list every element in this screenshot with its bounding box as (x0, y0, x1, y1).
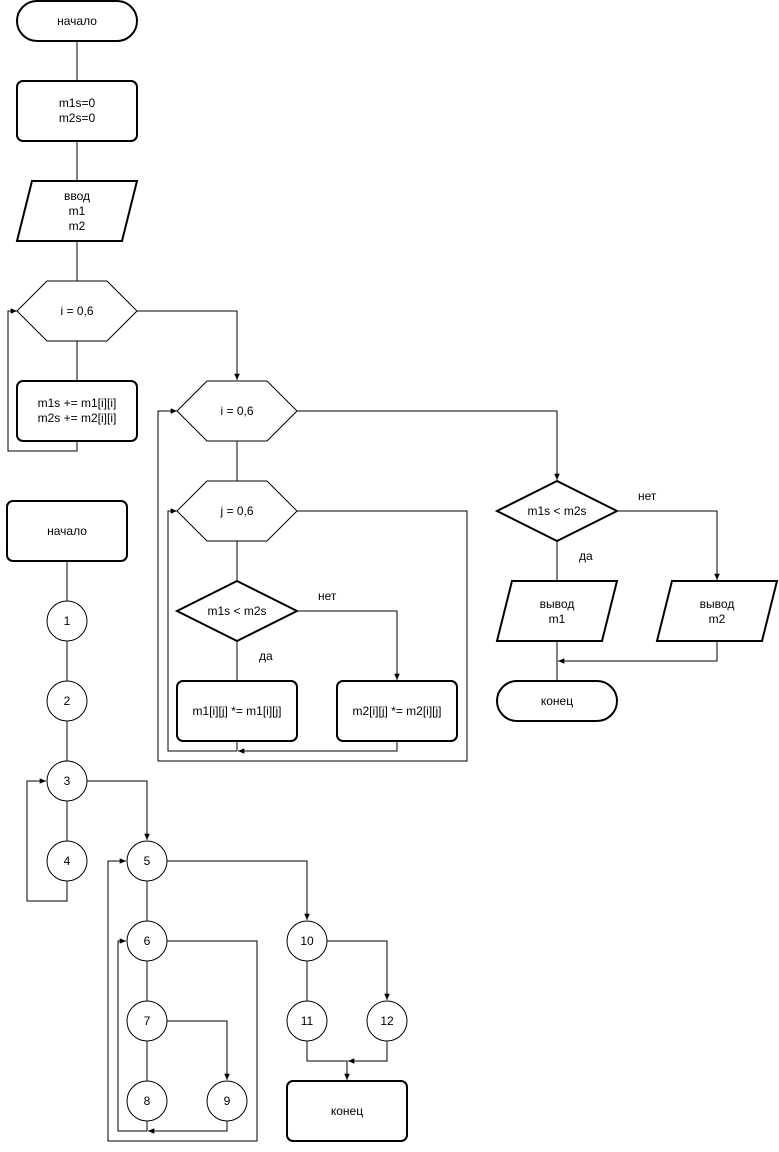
graph-node-4-label: 4 (64, 854, 71, 868)
sum-text-line1: m1s += m1[i][i] (38, 396, 117, 410)
loop-j-text: j = 0,6 (219, 504, 253, 518)
flowchart-connectors (7, 41, 720, 762)
graph-node-6: 6 (126, 920, 168, 962)
start-text: начало (57, 14, 97, 28)
input-text-line1: ввод (64, 189, 90, 203)
edge-loop-i2-exit (297, 410, 560, 480)
outer-yes-label: да (579, 549, 593, 563)
loop-i-second-text: i = 0,6 (220, 404, 253, 418)
square-m1-process: m1[i][j] *= m1[i][j] (176, 680, 298, 742)
graph-node-3: 3 (46, 760, 88, 802)
end-terminator: конец (496, 680, 618, 722)
edge-merge-right (238, 741, 398, 754)
input-text-line3: m2 (69, 219, 86, 233)
graph-edge-7-9 (167, 1020, 230, 1080)
graph-edge-4-3 (26, 778, 68, 902)
square-m1-text: m1[i][j] *= m1[i][j] (192, 704, 281, 718)
outer-condition-diamond: m1s < m2s (494, 479, 620, 543)
edge-sum-loopback (7, 308, 78, 452)
graph-node-10-label: 10 (300, 934, 314, 948)
outer-no-label: нет (638, 489, 657, 503)
output-m1-text-line2: m1 (549, 612, 566, 626)
graph-edge-3-5 (87, 780, 150, 840)
graph-node-12-label: 12 (380, 1014, 394, 1028)
graph-edge-10-12 (327, 940, 390, 1000)
graph-node-12: 12 (366, 1000, 408, 1042)
graph-node-7: 7 (126, 1000, 168, 1042)
edge-condition-no (297, 610, 400, 680)
output-m1-parallelogram: вывод m1 (495, 580, 619, 642)
graph-edge-6-5 (107, 858, 258, 1142)
graph-node-1-label: 1 (64, 614, 71, 628)
output-m2-text-line2: m2 (709, 612, 726, 626)
loop-i-second-hexagon: i = 0,6 (176, 380, 298, 442)
graph-node-7-label: 7 (144, 1014, 151, 1028)
graph-node-9-label: 9 (224, 1094, 231, 1108)
end-text: конец (541, 694, 573, 708)
graph-node-8: 8 (126, 1080, 168, 1122)
graph-start-text: начало (47, 524, 87, 538)
graph-start-box: начало (6, 500, 128, 562)
inner-yes-label: да (259, 649, 273, 663)
square-m2-text: m2[i][j] *= m2[i][j] (352, 704, 441, 718)
loop-i-first-hexagon: i = 0,6 (16, 280, 138, 342)
graph-node-1: 1 (46, 600, 88, 642)
graph-end-box: конец (286, 1080, 408, 1142)
graph-end-text: конец (331, 1104, 363, 1118)
graph-connectors (26, 561, 390, 1142)
edge-j-exit-i-loopback (157, 408, 468, 762)
edge-outer-no (617, 510, 720, 580)
init-text-line1: m1s=0 (59, 96, 96, 110)
graph-edge-12-merge (348, 1041, 388, 1064)
square-m2-process: m2[i][j] *= m2[i][j] (336, 680, 458, 742)
graph-edge-11-merge (306, 1041, 350, 1080)
edge-out-m2-merge (558, 641, 718, 664)
sum-text-line2: m2s += m2[i][i] (38, 411, 117, 425)
init-text-line2: m2s=0 (59, 111, 96, 125)
output-m2-parallelogram: вывод m2 (655, 580, 779, 642)
graph-node-8-label: 8 (144, 1094, 151, 1108)
graph-node-5: 5 (126, 840, 168, 882)
edge-loop-i-exit (137, 310, 240, 380)
edge-j-loopback (167, 508, 237, 752)
graph-node-5-label: 5 (144, 854, 151, 868)
input-text-line2: m1 (69, 204, 86, 218)
start-terminator: начало (16, 0, 138, 42)
graph-edge-5-10 (167, 860, 310, 920)
output-m2-text-line1: вывод (700, 597, 735, 611)
graph-node-9: 9 (206, 1080, 248, 1122)
graph-node-10: 10 (286, 920, 328, 962)
init-process: m1s=0 m2s=0 (16, 80, 138, 142)
graph-node-11: 11 (286, 1000, 328, 1042)
inner-no-label: нет (318, 589, 337, 603)
sum-process: m1s += m1[i][i] m2s += m2[i][i] (16, 380, 138, 442)
graph-node-11-label: 11 (301, 1014, 314, 1028)
graph-node-3-label: 3 (64, 774, 71, 788)
loop-j-hexagon: j = 0,6 (176, 480, 298, 542)
output-m1-text-line1: вывод (540, 597, 575, 611)
inner-condition-text: m1s < m2s (207, 604, 266, 618)
input-parallelogram: ввод m1 m2 (15, 180, 139, 242)
graph-node-6-label: 6 (144, 934, 151, 948)
graph-edge-merge-6 (117, 938, 147, 1132)
outer-condition-text: m1s < m2s (527, 504, 586, 518)
graph-node-2: 2 (46, 680, 88, 722)
graph-edge-9-merge (148, 1121, 228, 1134)
graph-node-2-label: 2 (64, 694, 71, 708)
loop-i-first-text: i = 0,6 (60, 304, 93, 318)
graph-node-4: 4 (46, 840, 88, 882)
inner-condition-diamond: m1s < m2s (174, 579, 300, 643)
